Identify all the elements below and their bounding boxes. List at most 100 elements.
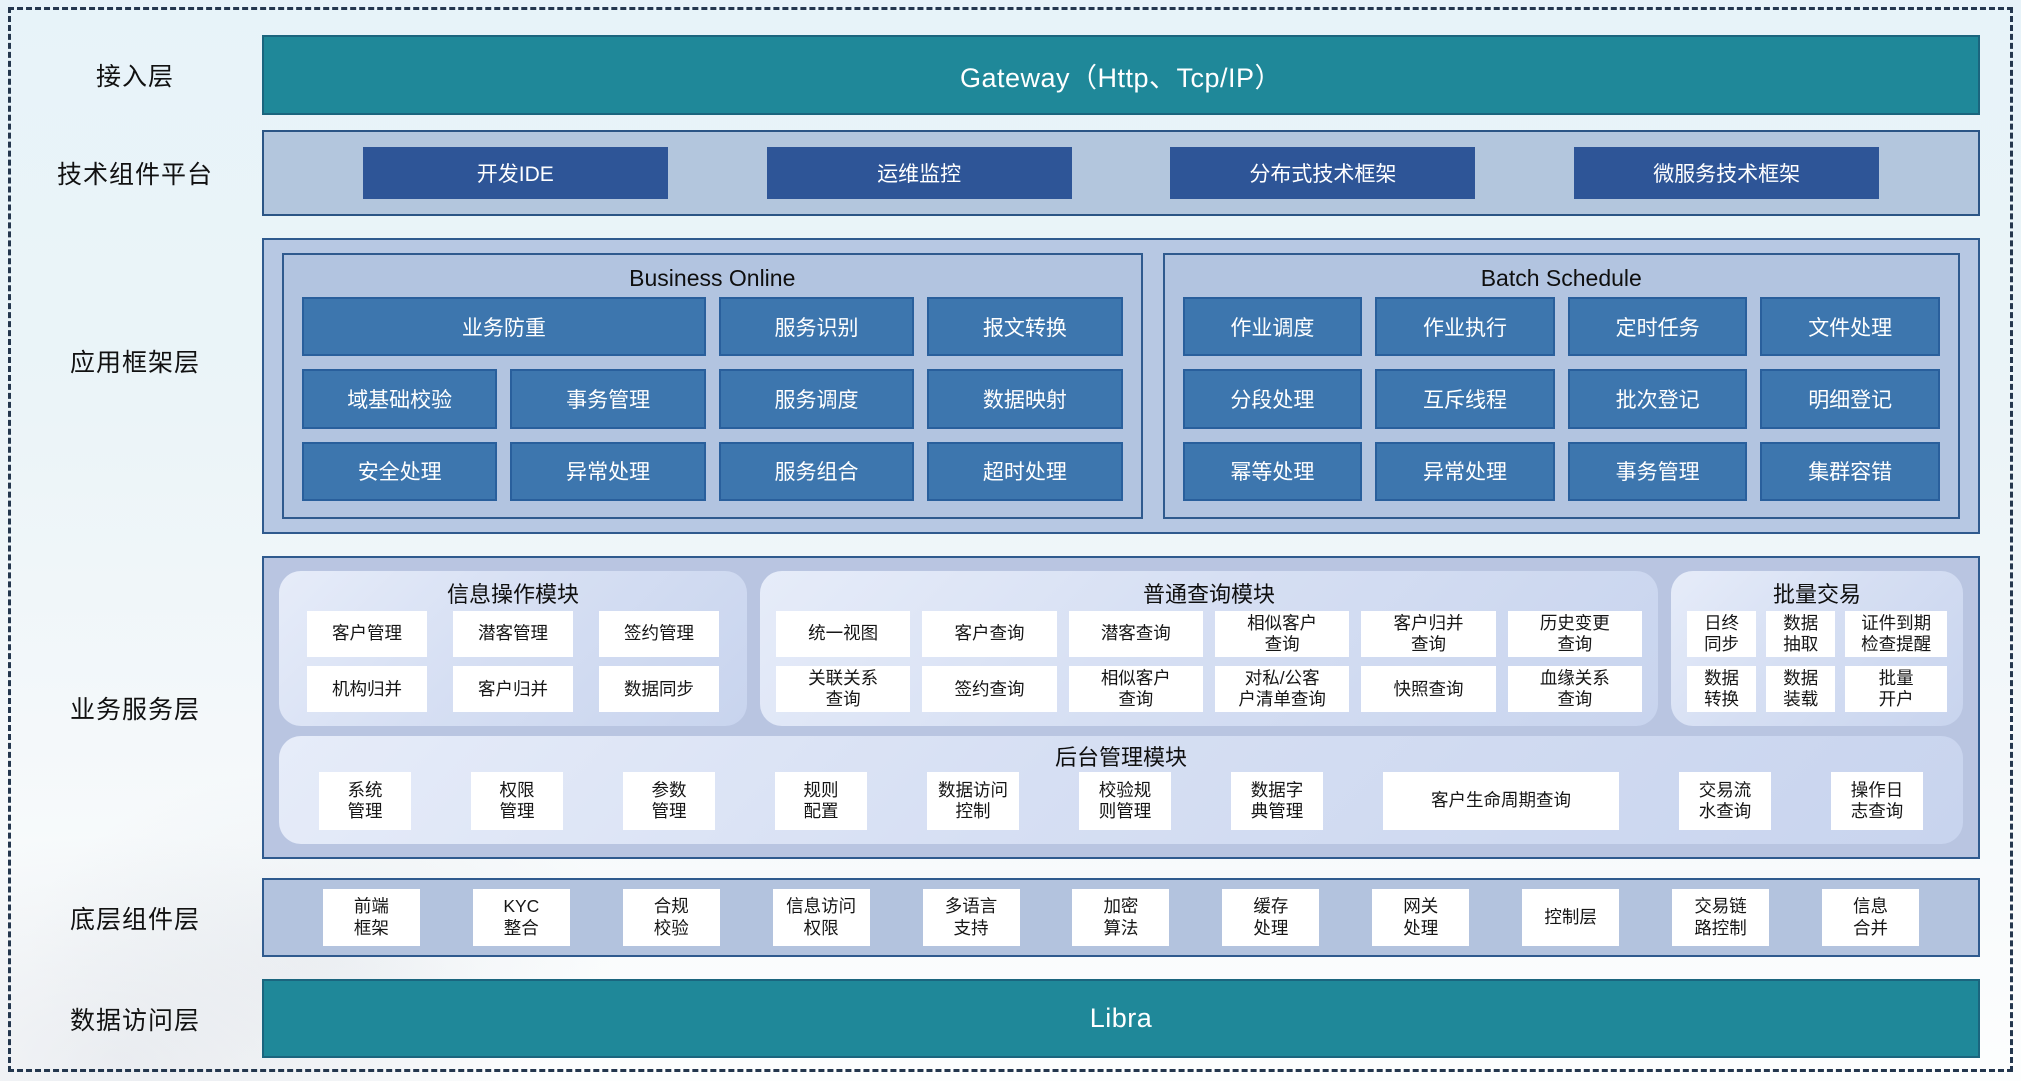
batch-schedule-item: 作业执行 — [1375, 297, 1555, 357]
batch-schedule-item: 分段处理 — [1182, 369, 1363, 429]
tech-platform-item: 分布式技术框架 — [1170, 147, 1476, 199]
admin-module-item: 参数 管理 — [623, 772, 715, 830]
batch-trade-item: 数据 装载 — [1766, 666, 1836, 713]
batch-trade-grid: 日终 同步数据 抽取证件到期 检查提醒数据 转换数据 装载批量 开户 — [1687, 611, 1947, 713]
tech-platform-item: 运维监控 — [766, 147, 1072, 199]
info-operation-item: 客户管理 — [307, 611, 427, 658]
admin-module-item: 校验规 则管理 — [1079, 772, 1171, 830]
batch-schedule-grid: 作业调度作业执行定时任务文件处理分段处理互斥线程批次登记明细登记幂等处理异常处理… — [1182, 297, 1940, 501]
libra-bar: Libra — [262, 979, 1980, 1058]
layer-label-base-components: 底层组件层 — [69, 905, 200, 934]
info-operation-grid: 客户管理潜客管理签约管理机构归并客户归并数据同步 — [295, 611, 731, 713]
batch-trade-item: 数据 抽取 — [1766, 611, 1836, 658]
common-query-module: 普通查询模块 统一视图客户查询潜客查询相似客户 查询客户归并 查询历史变更 查询… — [760, 571, 1658, 727]
layer-app-framework: 应用框架层 Business Online 业务防重服务识别报文转换域基础校验事… — [8, 238, 2013, 534]
batch-schedule-item: 集群容错 — [1760, 441, 1940, 501]
layer-business-service: 业务服务层 信息操作模块 客户管理潜客管理签约管理机构归并客户归并数据同步 普通… — [8, 556, 2013, 859]
admin-module-item: 客户生命周期查询 — [1383, 772, 1619, 830]
app-framework-box: Business Online 业务防重服务识别报文转换域基础校验事务管理服务调… — [262, 238, 1980, 534]
common-query-title: 普通查询模块 — [1142, 582, 1275, 607]
info-operation-module: 信息操作模块 客户管理潜客管理签约管理机构归并客户归并数据同步 — [279, 571, 747, 727]
business-online-item: 服务组合 — [718, 441, 915, 501]
admin-module-item: 系统 管理 — [319, 772, 411, 830]
layer-label-data-access: 数据访问层 — [69, 1006, 200, 1035]
info-operation-item: 客户归并 — [453, 666, 573, 713]
admin-module-item: 数据访问 控制 — [927, 772, 1019, 830]
batch-schedule-item: 事务管理 — [1567, 441, 1748, 501]
common-query-item: 客户归并 查询 — [1361, 611, 1496, 658]
batch-schedule-item: 文件处理 — [1760, 297, 1940, 357]
batch-schedule-item: 定时任务 — [1567, 297, 1748, 357]
batch-trade-item: 数据 转换 — [1687, 666, 1757, 713]
business-online-item: 安全处理 — [302, 441, 498, 501]
common-query-item: 相似客户 查询 — [1068, 666, 1203, 713]
tech-platform-item: 开发IDE — [362, 147, 668, 199]
base-component-item: KYC 整合 — [472, 889, 570, 946]
base-component-item: 交易链 路控制 — [1672, 889, 1770, 946]
common-query-item: 统一视图 — [776, 611, 911, 658]
layer-tech-platform: 技术组件平台 开发IDE 运维监控 分布式技术框架 微服务技术框架 — [8, 130, 2013, 216]
info-operation-item: 潜客管理 — [453, 611, 573, 658]
info-operation-item: 机构归并 — [307, 666, 427, 713]
layer-label-access: 接入层 — [95, 63, 174, 91]
tech-platform-box: 开发IDE 运维监控 分布式技术框架 微服务技术框架 — [262, 130, 1980, 216]
batch-schedule-item: 互斥线程 — [1375, 369, 1555, 429]
admin-module-item: 操作日 志查询 — [1831, 772, 1923, 830]
base-component-item: 缓存 处理 — [1222, 889, 1320, 946]
base-component-item: 合规 校验 — [622, 889, 720, 946]
common-query-item: 对私/公客 户清单查询 — [1214, 666, 1350, 713]
batch-trade-title: 批量交易 — [1772, 582, 1861, 607]
layer-label-business-service: 业务服务层 — [69, 695, 200, 724]
batch-schedule-item: 明细登记 — [1760, 369, 1940, 429]
business-online-item: 服务调度 — [718, 369, 915, 429]
base-component-item: 网关 处理 — [1372, 889, 1470, 946]
tech-platform-item: 微服务技术框架 — [1574, 147, 1880, 199]
business-service-box: 信息操作模块 客户管理潜客管理签约管理机构归并客户归并数据同步 普通查询模块 统… — [262, 556, 1980, 859]
batch-trade-item: 证件到期 检查提醒 — [1845, 611, 1947, 658]
base-component-item: 多语言 支持 — [922, 889, 1020, 946]
admin-module-title: 后台管理模块 — [1054, 745, 1187, 771]
admin-module: 后台管理模块 系统 管理 权限 管理 参数 管理 规则 配置 数据访问 控制 校验规 则管… — [279, 736, 1963, 844]
common-query-item: 血缘关系 查询 — [1507, 666, 1642, 713]
business-online-item: 超时处理 — [927, 441, 1123, 501]
common-query-grid: 统一视图客户查询潜客查询相似客户 查询客户归并 查询历史变更 查询关联关系 查询… — [776, 611, 1642, 713]
admin-module-item: 权限 管理 — [471, 772, 563, 830]
batch-schedule-item: 作业调度 — [1182, 297, 1363, 357]
business-online-item: 数据映射 — [927, 369, 1123, 429]
business-online-panel: Business Online 业务防重服务识别报文转换域基础校验事务管理服务调… — [282, 253, 1143, 519]
base-component-item: 加密 算法 — [1072, 889, 1170, 946]
base-component-item: 信息 合并 — [1821, 889, 1919, 946]
common-query-item: 关联关系 查询 — [776, 666, 911, 713]
common-query-item: 签约查询 — [922, 666, 1057, 713]
admin-module-cards: 系统 管理权限 管理参数 管理规则 配置数据访问 控制校验规 则管理数据字 典管… — [295, 772, 1947, 830]
batch-trade-item: 批量 开户 — [1845, 666, 1947, 713]
common-query-item: 历史变更 查询 — [1507, 611, 1642, 658]
business-online-item: 业务防重 — [302, 297, 706, 357]
common-query-item: 潜客查询 — [1068, 611, 1203, 658]
batch-trade-item: 日终 同步 — [1687, 611, 1757, 658]
batch-schedule-item: 批次登记 — [1567, 369, 1748, 429]
admin-module-item: 交易流 水查询 — [1679, 772, 1771, 830]
info-operation-item: 签约管理 — [599, 611, 719, 658]
business-online-item: 报文转换 — [927, 297, 1123, 357]
business-online-item: 异常处理 — [510, 441, 706, 501]
gateway-bar: Gateway（Http、Tcp/IP） — [262, 35, 1980, 115]
layer-access: 接入层 Gateway（Http、Tcp/IP） — [8, 35, 2013, 115]
business-online-item: 域基础校验 — [302, 369, 498, 429]
batch-trade-module: 批量交易 日终 同步数据 抽取证件到期 检查提醒数据 转换数据 装载批量 开户 — [1671, 571, 1963, 727]
common-query-item: 快照查询 — [1361, 666, 1496, 713]
batch-schedule-panel: Batch Schedule 作业调度作业执行定时任务文件处理分段处理互斥线程批… — [1162, 253, 1960, 519]
batch-schedule-title: Batch Schedule — [1480, 264, 1642, 291]
business-online-title: Business Online — [629, 264, 796, 291]
layer-label-tech-platform: 技术组件平台 — [56, 161, 213, 189]
batch-schedule-item: 幂等处理 — [1182, 441, 1363, 501]
common-query-item: 相似客户 查询 — [1214, 611, 1350, 658]
base-component-item: 前端 框架 — [322, 889, 420, 946]
layer-data-access: 数据访问层 Libra — [8, 979, 2013, 1058]
common-query-item: 客户查询 — [922, 611, 1057, 658]
info-operation-title: 信息操作模块 — [446, 582, 579, 607]
admin-module-item: 规则 配置 — [775, 772, 867, 830]
